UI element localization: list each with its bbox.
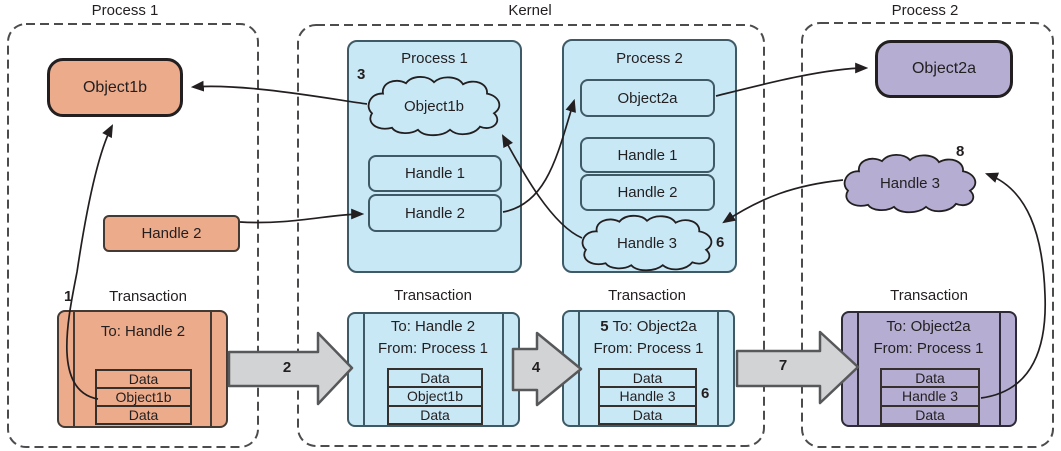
arrow-process2-handle3-to-kernel-handle3	[722, 179, 844, 224]
kernel-transaction1-to: To: Handle 2	[390, 318, 476, 335]
process1-transaction-to: To: Handle 2	[100, 323, 186, 340]
kernel-p2-handle2-label: Handle 2	[617, 184, 678, 201]
step-3-number: 3	[357, 66, 366, 83]
kernel-p2-handle1-box: Handle 1	[580, 137, 715, 173]
process2-title: Process 2	[891, 2, 959, 19]
kernel-p1-handle1-label: Handle 1	[404, 165, 466, 182]
process2-transaction-title: Transaction	[890, 287, 968, 304]
step-4-number: 4	[531, 359, 541, 376]
step-5-number: 5	[600, 318, 609, 335]
process2-transaction-payload: Data Handle 3 Data	[880, 368, 980, 425]
kernel-title: Kernel	[508, 2, 552, 19]
process1-handle2-label: Handle 2	[141, 225, 202, 242]
kernel-transaction2-header: 5 To: Object2a From: Process 1	[578, 316, 719, 360]
kernel-transaction2-title: Transaction	[608, 287, 686, 304]
process2-object2a-box: Object2a	[875, 40, 1013, 98]
step-8-number: 8	[956, 143, 965, 160]
process1-object1b-label: Object1b	[82, 78, 148, 96]
arrow-kernel-cloud-to-process1-object1b	[190, 80, 368, 105]
payload-row-data: Data	[420, 370, 450, 387]
process2-handle3-cloud: Handle 3	[840, 153, 980, 214]
kernel-transaction1-from: From: Process 1	[377, 340, 489, 357]
process1-object1b-box: Object1b	[47, 58, 183, 117]
process1-title: Process 1	[91, 2, 159, 19]
kernel-p2-handle1-label: Handle 1	[617, 146, 678, 164]
kernel-process1-title: Process 1	[401, 50, 468, 67]
payload-row-handle3: Handle 3	[882, 386, 978, 404]
payload-row-data: Data	[600, 404, 695, 423]
payload-row-object1b: Object1b	[389, 386, 481, 404]
process2-transaction-from: From: Process 1	[873, 340, 984, 357]
kernel-transaction2-to-line: 5 To: Object2a	[578, 316, 719, 338]
process1-transaction-title: Transaction	[109, 288, 187, 305]
payload-row-handle3: Handle 3	[600, 386, 695, 404]
payload-row-data: Data	[632, 370, 663, 387]
kernel-object1b-cloud: Object1b	[364, 75, 504, 137]
payload-row-data: Data	[128, 371, 159, 387]
process1-handle2-box: Handle 2	[103, 215, 240, 252]
process2-transaction-to: To: Object2a	[886, 318, 971, 335]
kernel-transaction2-from: From: Process 1	[593, 340, 704, 357]
kernel-p1-handle1-box: Handle 1	[368, 155, 502, 192]
process2-transaction-header: To: Object2a From: Process 1	[857, 316, 1000, 360]
kernel-transaction1-payload: Data Object1b Data	[387, 368, 483, 425]
kernel-handle3-cloud-label: Handle 3	[616, 234, 678, 252]
process1-transaction-payload: Data Object1b Data	[95, 369, 192, 425]
kernel-p2-handle2-box: Handle 2	[580, 174, 715, 211]
kernel-process2-title: Process 2	[616, 50, 683, 67]
step-7-number: 7	[778, 357, 788, 374]
process2-object2a-label: Object2a	[911, 60, 977, 77]
payload-row-data: Data	[97, 405, 190, 423]
step-6-number-row: 6	[701, 385, 710, 402]
step-6-number-cloud: 6	[716, 234, 725, 251]
payload-row-data: Data	[915, 370, 945, 387]
kernel-object2a-box: Object2a	[580, 79, 715, 117]
kernel-transaction1-title: Transaction	[394, 287, 472, 304]
payload-row-data: Data	[389, 404, 481, 423]
process2-handle3-cloud-label: Handle 3	[879, 175, 941, 192]
arrow-process1-handle2-to-kernel-handle2	[239, 208, 365, 224]
step-2-number: 2	[282, 359, 292, 376]
arrow-kernel-object2a-to-process2-object2a	[715, 62, 869, 97]
kernel-object1b-cloud-label: Object1b	[403, 97, 465, 115]
payload-row-object1b: Object1b	[97, 387, 190, 405]
kernel-transaction2-to: To: Object2a	[612, 318, 697, 335]
kernel-handle3-cloud: Handle 3	[578, 214, 716, 272]
kernel-p1-handle2-box: Handle 2	[368, 194, 502, 232]
payload-row-data: Data	[882, 404, 978, 423]
kernel-transaction1-header: To: Handle 2 From: Process 1	[363, 316, 503, 360]
kernel-transaction2-payload: Data Handle 3 Data	[598, 368, 697, 425]
kernel-p1-handle2-label: Handle 2	[404, 204, 466, 222]
kernel-object2a-label: Object2a	[617, 89, 678, 107]
step-1-number: 1	[64, 288, 73, 305]
